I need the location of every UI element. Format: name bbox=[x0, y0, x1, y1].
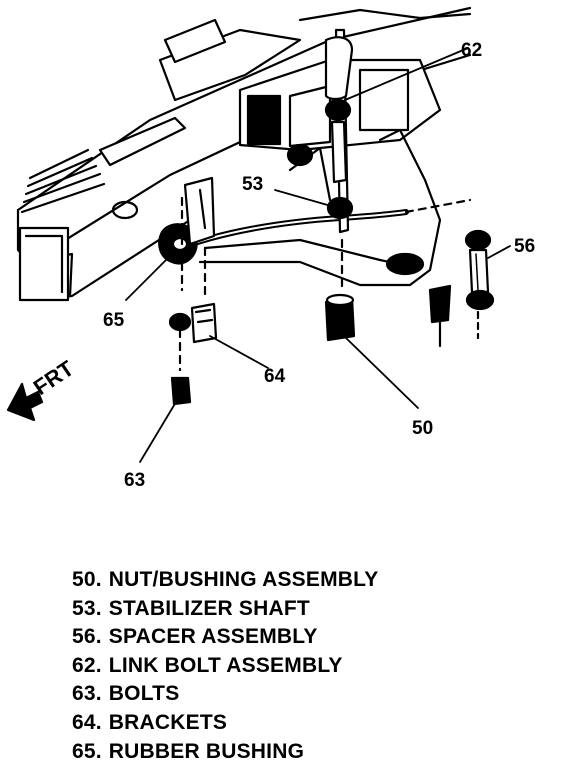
legend-item: 50.NUT/BUSHING ASSEMBLY bbox=[72, 568, 379, 591]
control-arm bbox=[198, 58, 442, 287]
front-direction-arrow bbox=[6, 382, 44, 422]
legend-item: 62.LINK BOLT ASSEMBLY bbox=[72, 653, 343, 677]
stabilizer-shaft bbox=[172, 198, 472, 253]
callout-63: 63 bbox=[124, 470, 145, 491]
callout-53: 53 bbox=[242, 174, 263, 195]
legend-item: 53.STABILIZER SHAFT bbox=[72, 596, 310, 620]
bolts bbox=[168, 196, 207, 406]
rubber-bushing bbox=[158, 223, 198, 265]
legend-item: 64.BRACKETS bbox=[72, 710, 228, 734]
callout-64: 64 bbox=[264, 366, 286, 387]
callout-65: 65 bbox=[103, 310, 125, 331]
legend-item: 56.SPACER ASSEMBLY bbox=[72, 625, 318, 649]
frame-rail bbox=[16, 6, 472, 302]
spacer-assembly bbox=[428, 229, 495, 348]
link-bolt-assembly bbox=[324, 28, 354, 294]
leader-lines bbox=[125, 47, 511, 463]
callout-62: 62 bbox=[461, 40, 482, 61]
nut-bushing-assembly bbox=[324, 293, 356, 342]
callout-50: 50 bbox=[412, 418, 433, 439]
stabilizer-bar-exploded-diagram: FRT 62 53 56 65 64 50 63 bbox=[6, 6, 535, 491]
legend-item: 65.RUBBER BUSHING bbox=[72, 739, 305, 763]
legend-item: 63.BOLTS bbox=[72, 682, 180, 706]
bracket bbox=[183, 176, 218, 344]
callout-56: 56 bbox=[514, 236, 535, 257]
parts-legend: 50.NUT/BUSHING ASSEMBLY 53.STABILIZER SH… bbox=[72, 566, 378, 766]
